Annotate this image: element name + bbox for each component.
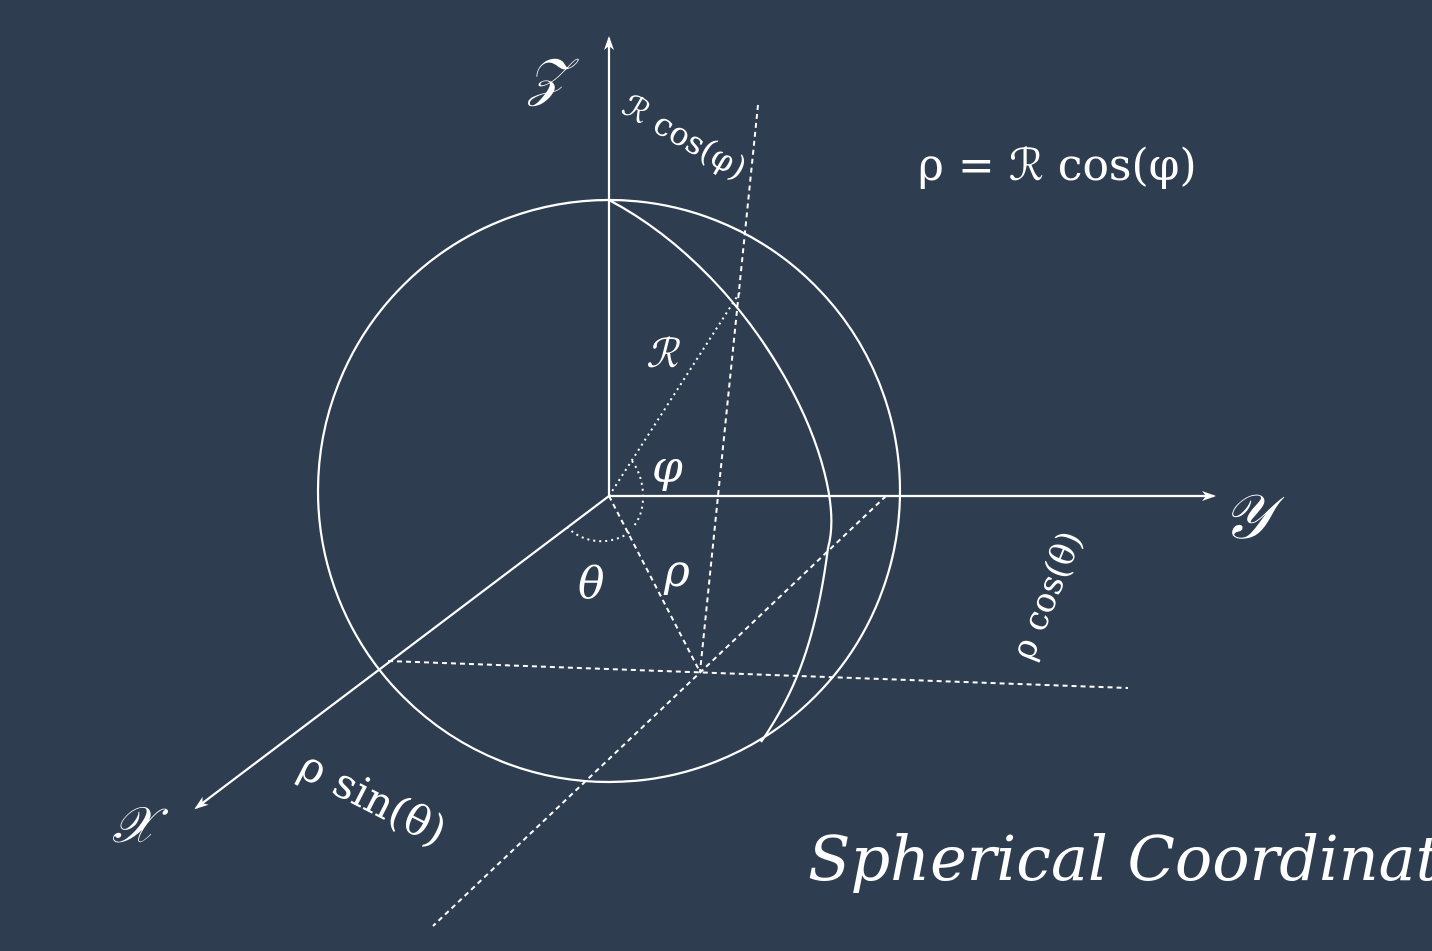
theta-label: θ	[578, 558, 605, 609]
x-axis-label: 𝒳	[112, 796, 169, 854]
x-axis	[194, 495, 610, 810]
phi-angle-arc	[631, 460, 645, 528]
rho-label: ρ	[663, 546, 690, 597]
y-axis-label: 𝒴	[1222, 480, 1285, 553]
rho-cos-theta-label: ρ cos(θ)	[1003, 525, 1091, 665]
phi-label: φ	[652, 442, 683, 493]
meridian-arc	[608, 199, 833, 743]
R-label: ℛ	[646, 331, 681, 377]
formula: ρ = ℛ cos(φ)	[918, 140, 1197, 191]
theta-angle-arc	[566, 526, 631, 543]
rho-line	[608, 495, 701, 673]
caption: Spherical Coordinates	[808, 822, 1432, 895]
vertical-projection-line	[699, 104, 759, 673]
radius-R-line	[608, 291, 741, 497]
rho-sin-theta-label: ρ sin(θ)	[291, 740, 454, 855]
horizontal-projection-line	[387, 660, 1129, 689]
R-cos-phi-label: ℛ cos(φ)	[616, 86, 753, 187]
z-axis-label: 𝒵	[527, 48, 579, 108]
